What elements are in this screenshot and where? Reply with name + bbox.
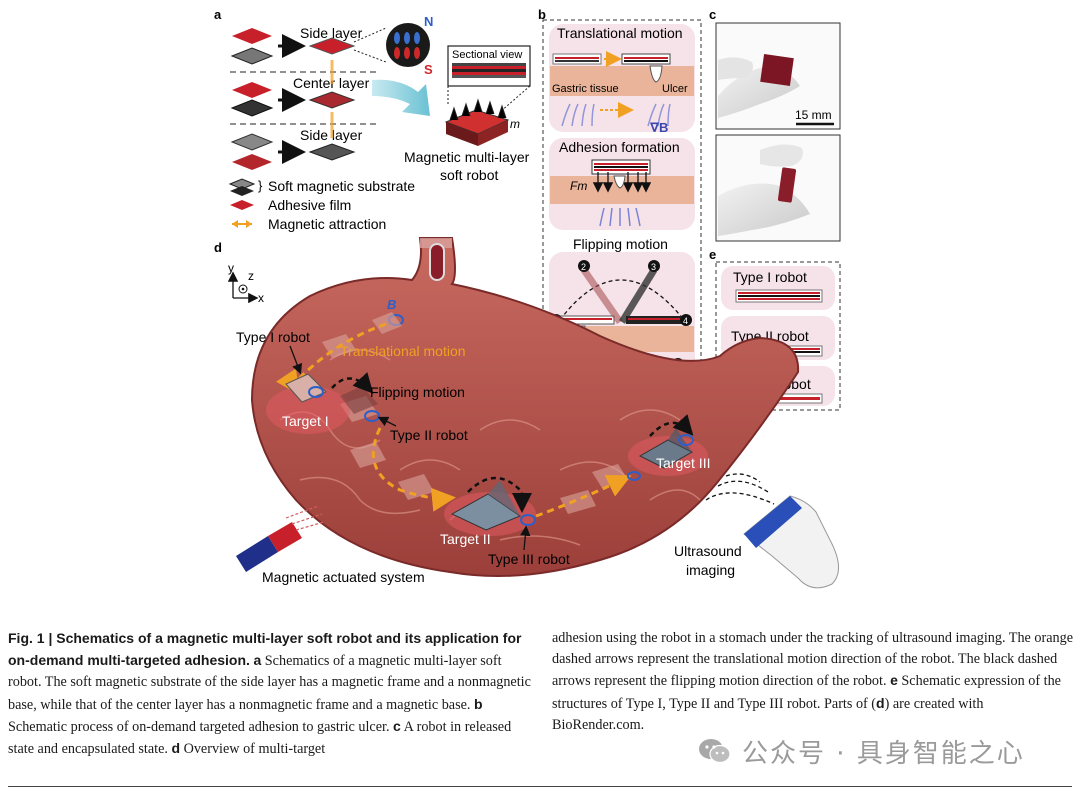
gastric-tissue-label: Gastric tissue <box>552 83 619 95</box>
magnetic-dipoles <box>394 32 420 59</box>
side-layer-sheet <box>308 37 356 55</box>
capsule-sample <box>777 167 797 203</box>
robot-label-line1: Magnetic multi-layer <box>404 149 530 165</box>
side-layer-top-label: Side layer <box>300 25 363 41</box>
grad-b-label: ∇B <box>650 120 668 135</box>
target3-label: Target III <box>656 455 710 471</box>
flip-arrow-1 <box>331 372 374 394</box>
adhesive-film-sheet <box>232 82 272 98</box>
axis-x-label: x <box>258 291 264 305</box>
panel-e-label: e <box>709 247 716 262</box>
capsule <box>429 243 445 281</box>
ulcer-label: Ulcer <box>662 83 688 95</box>
axis-z-label: z <box>248 269 254 283</box>
legend-attraction: Magnetic attraction <box>268 216 386 232</box>
panel-d: d y z x B <box>214 237 839 589</box>
legend-adhesive-icon <box>230 200 254 210</box>
target1-label: Target I <box>282 413 329 429</box>
magnet-system-label: Magnetic actuated system <box>262 569 425 585</box>
gastric-tissue-band <box>550 66 694 96</box>
field-gradient-arrows <box>561 103 671 127</box>
caption-right: adhesion using the robot in a stomach un… <box>552 630 1074 733</box>
panel-a-label: a <box>214 7 222 22</box>
legend-substrate-icon <box>228 178 256 190</box>
flip-path <box>559 279 685 321</box>
type1-robot <box>285 373 327 403</box>
figure-canvas: a Side layer Center layer Side layer N <box>214 7 841 589</box>
substrate-sheet <box>230 47 274 65</box>
b-field-label: B <box>387 297 396 312</box>
legend-brace: } <box>258 178 263 193</box>
flipping-title: Flipping motion <box>573 236 668 252</box>
legend-adhesive: Adhesive film <box>268 197 351 213</box>
sectional-view-label: Sectional view <box>452 49 522 61</box>
legend-substrate: Soft magnetic substrate <box>268 178 415 194</box>
ultrasound-label-line1: Ultrasound <box>674 543 742 559</box>
north-pole-label: N <box>424 14 433 29</box>
center-layer-sheet <box>308 91 356 109</box>
field-arrows <box>599 207 641 227</box>
panel-c: c 15 mm <box>709 7 841 242</box>
panel-c-label: c <box>709 7 716 22</box>
target-1-region <box>266 386 350 434</box>
svg-text:3: 3 <box>651 262 656 272</box>
magnet <box>236 505 325 572</box>
watermark: 公众号 · 具身智能之心 <box>698 733 1058 769</box>
fm-label: Fm <box>570 179 587 193</box>
translational-title: Translational motion <box>557 25 683 41</box>
translational-path-2 <box>371 427 456 512</box>
svg-text:2: 2 <box>581 262 586 272</box>
assembly-flow-arrow <box>372 79 430 116</box>
wechat-icon <box>699 739 731 764</box>
bottom-rule <box>8 786 1072 787</box>
ulcer-icon <box>649 65 663 83</box>
side-layer-sheet <box>308 143 356 161</box>
adhesive-film-sheet <box>232 28 272 44</box>
type1-label: Type I robot <box>733 269 807 285</box>
type1-robot-label: Type I robot <box>236 329 310 345</box>
svg-text:4: 4 <box>683 316 688 326</box>
south-pole-label: S <box>424 62 433 77</box>
panel-b-label: b <box>538 7 546 22</box>
panel-e-frame <box>715 261 841 411</box>
adhesion-force-arrows <box>592 172 652 193</box>
axis-y-label: y <box>228 261 234 275</box>
adhesion-title: Adhesion formation <box>559 139 680 155</box>
robot-label-line2: soft robot <box>440 167 498 183</box>
translational-motion-label: Translational motion <box>340 343 466 359</box>
caption-left: Fig. 1 | Schematics of a magnetic multi-… <box>8 630 531 758</box>
target2-label: Target II <box>440 531 491 547</box>
figure-1: a Side layer Center layer Side layer N <box>214 7 841 589</box>
type2-robot-label: Type II robot <box>390 427 468 443</box>
panel-d-label: d <box>214 240 222 255</box>
magnetization-label: m <box>510 117 520 131</box>
translational-path-3 <box>535 474 632 518</box>
figure-lead: Fig. 1 | Schematics of a magnetic multi-… <box>8 630 522 669</box>
ultrasound-probe <box>705 473 839 589</box>
flip-arrow-3 <box>649 414 694 437</box>
adhesive-film-sheet <box>232 154 272 170</box>
scale-label: 15 mm <box>795 108 832 122</box>
substrate-sheet <box>230 99 274 117</box>
panel-a: a Side layer Center layer Side layer N <box>214 7 531 232</box>
magnetic-domain-zoom <box>386 23 430 67</box>
robot-sample <box>760 54 794 86</box>
ultrasound-label-line2: imaging <box>686 562 735 578</box>
type3-robot-label: Type III robot <box>488 551 570 567</box>
flipping-motion-label: Flipping motion <box>370 384 465 400</box>
substrate-sheet <box>230 133 274 151</box>
watermark-text: 公众号 · 具身智能之心 <box>742 738 1025 769</box>
